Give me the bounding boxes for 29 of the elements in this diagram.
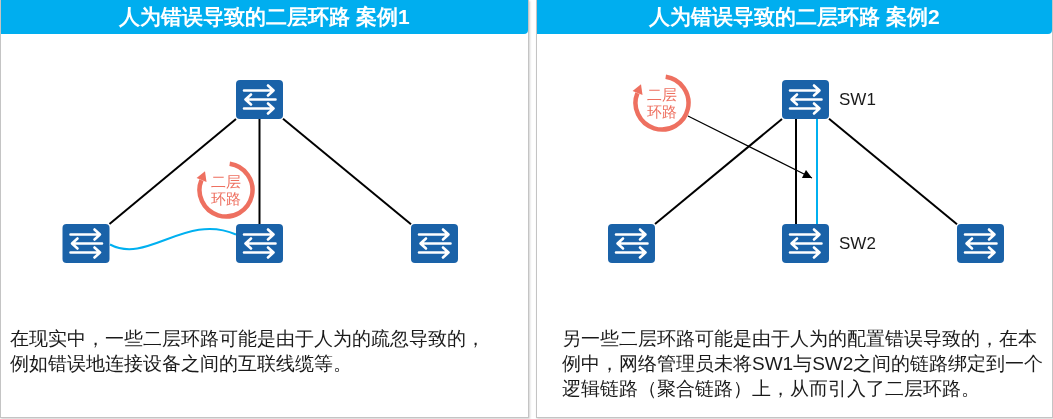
panel-title: 人为错误导致的二层环路 案例2: [649, 4, 940, 30]
link-line: [108, 118, 237, 225]
device-label: SW1: [839, 88, 876, 111]
panel: [536, 0, 1053, 418]
link-line: [816, 118, 818, 225]
device-label: SW2: [839, 232, 876, 255]
loop-label: 二层环路: [647, 86, 677, 120]
cycle-ring: [196, 160, 256, 220]
link-line: [282, 117, 412, 226]
switch-icon: [236, 224, 283, 263]
link-line: [258, 118, 261, 225]
switch-icon: [957, 224, 1004, 263]
switch-icon: [62, 224, 110, 263]
link-line: [795, 118, 797, 225]
switch-icon: [411, 224, 458, 263]
cycle-ring: [632, 73, 692, 133]
switch-icon: [608, 224, 655, 263]
description-text: 在现实中，一些二层环路可能是由于人为的疏忽导致的，例如错误地连接设备之间的互联线缆等。: [10, 327, 486, 376]
link-line: [109, 228, 237, 251]
switch-icon: [782, 224, 829, 263]
panel-title: 人为错误导致的二层环路 案例1: [119, 4, 410, 30]
description-text: 另一些二层环路可能是由于人为的配置错误导致的，在本例中，网络管理员未将SW1与SW2之间的链路绑定到一个逻辑链路（聚合链路）上，从而引入了二层环路。: [562, 327, 1045, 401]
link-line: [828, 117, 958, 226]
loop-label: 二层环路: [211, 173, 241, 207]
switch-icon: [236, 80, 283, 119]
switch-icon: [782, 80, 829, 119]
panel: [0, 0, 529, 418]
leader-arrow: [687, 115, 813, 179]
link-line: [654, 117, 783, 226]
